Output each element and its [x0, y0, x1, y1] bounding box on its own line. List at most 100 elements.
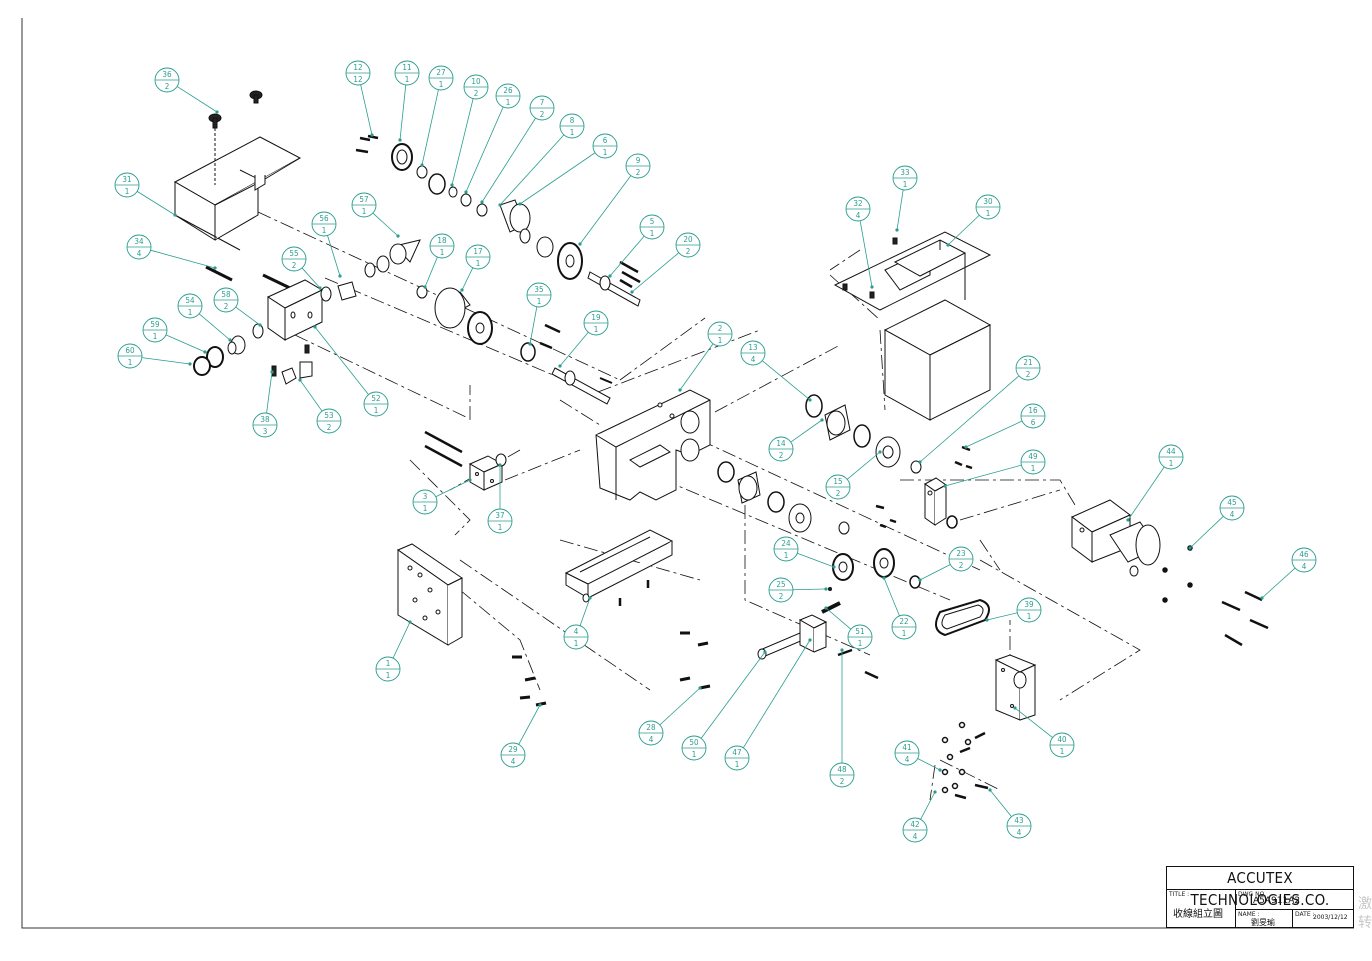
leader-dot: [882, 576, 886, 580]
leader-line: [519, 152, 596, 205]
balloon-13: 134: [740, 340, 812, 402]
watermark-char: 转: [1358, 915, 1372, 931]
balloon-item-number: 33: [900, 168, 909, 177]
balloon-item-number: 26: [503, 86, 513, 95]
balloon-item-number: 59: [150, 320, 160, 329]
balloon-25: 252: [768, 577, 828, 603]
balloon-item-number: 32: [853, 199, 862, 208]
balloon-item-number: 23: [956, 549, 965, 558]
leader-line: [859, 220, 873, 288]
leader-line: [559, 331, 589, 367]
company-name: ACCUTEX TECHNOLOGIES.CO.: [1167, 867, 1353, 909]
leader-line: [136, 191, 176, 216]
date-value: 2003/12/12: [1313, 914, 1348, 921]
part-nozzle-rings: [193, 323, 264, 376]
balloon-quantity: 1: [603, 148, 608, 157]
balloon-item-number: 51: [855, 627, 864, 636]
leader-dot: [420, 163, 424, 167]
balloon-35: 351: [526, 282, 552, 346]
leader-dot: [943, 484, 947, 488]
balloon-item-number: 9: [636, 156, 641, 165]
parts-layer: [173, 90, 1269, 801]
balloon-52: 521: [313, 325, 389, 417]
balloon-26: 261: [464, 83, 521, 194]
balloon-quantity: 1: [858, 639, 863, 648]
balloon-quantity: 2: [779, 451, 784, 460]
leader-dot: [338, 274, 342, 278]
balloon-quantity: 1: [440, 248, 445, 257]
leader-dot: [498, 203, 502, 207]
balloon-item-number: 38: [260, 415, 270, 424]
balloon-item-number: 24: [781, 539, 791, 548]
balloon-quantity: 2: [540, 110, 545, 119]
balloon-quantity: 1: [128, 358, 133, 367]
leader-line: [451, 98, 474, 186]
name-value: 劉旻瑜: [1251, 918, 1275, 927]
balloon-item-number: 7: [540, 98, 545, 107]
leader-line: [165, 334, 206, 353]
balloon-quantity: 4: [137, 249, 142, 258]
balloon-quantity: 1: [986, 209, 991, 218]
leader-line: [518, 704, 541, 745]
leader-dot: [228, 338, 232, 342]
balloon-32: 324: [845, 196, 874, 289]
leader-line: [198, 313, 231, 341]
balloon-quantity: 4: [856, 211, 861, 220]
leader-dot: [528, 342, 532, 346]
part-screws: [512, 631, 711, 707]
balloon-quantity: 1: [594, 325, 599, 334]
leader-line: [314, 326, 369, 395]
balloon-60: 601: [117, 343, 192, 369]
balloon-24: 241: [773, 536, 836, 569]
part-elbow-fitting: [271, 344, 313, 385]
leader-line: [579, 597, 591, 626]
balloon-item-number: 15: [833, 477, 842, 486]
leader-dot: [698, 686, 702, 690]
leader-dot: [313, 325, 317, 329]
leader-line: [392, 621, 411, 659]
leader-dot: [270, 370, 274, 374]
balloon-9: 92: [578, 153, 651, 246]
balloon-quantity: 4: [649, 735, 654, 744]
leader-line: [424, 256, 438, 288]
leader-line: [919, 375, 1020, 463]
leader-dot: [423, 285, 427, 289]
leader-dot: [840, 648, 844, 652]
leader-line: [327, 235, 341, 277]
balloon-quantity: 1: [386, 671, 391, 680]
balloon-quantity: 1: [153, 332, 158, 341]
balloon-4: 41: [563, 596, 592, 650]
leader-line: [631, 252, 680, 293]
dwg-label: DWG NO.: [1238, 891, 1266, 898]
leader-dot: [820, 418, 824, 422]
leader-line: [372, 212, 399, 237]
balloon-quantity: 1: [570, 128, 575, 137]
balloon-item-number: 18: [437, 236, 447, 245]
balloon-quantity: 1: [1060, 747, 1065, 756]
balloon-quantity: 1: [439, 80, 444, 89]
balloon-quantity: 1: [498, 523, 503, 532]
balloon-item-number: 4: [574, 627, 579, 636]
leader-dot: [213, 266, 217, 270]
tb-divider: [1235, 909, 1353, 910]
part-main-housing: [595, 389, 711, 501]
leader-dot: [450, 183, 454, 187]
leader-line: [989, 789, 1012, 817]
balloon-item-number: 50: [689, 738, 699, 747]
leader-dot: [1013, 706, 1017, 710]
leader-line: [176, 86, 218, 113]
leader-line: [529, 306, 538, 345]
leader-dot: [946, 243, 950, 247]
balloon-2: 21: [678, 321, 733, 392]
leader-line: [792, 588, 827, 591]
leader-dot: [808, 398, 812, 402]
balloon-45: 454: [1188, 495, 1245, 550]
title-label: TITLE :: [1169, 891, 1190, 898]
part-lower-shaft: [520, 323, 613, 405]
leader-line: [883, 577, 900, 617]
part-cone-nozzle: [320, 239, 421, 302]
leader-dot: [870, 285, 874, 289]
balloon-quantity: 1: [692, 750, 697, 759]
leader-line: [1127, 466, 1165, 521]
balloon-item-number: 31: [122, 175, 131, 184]
